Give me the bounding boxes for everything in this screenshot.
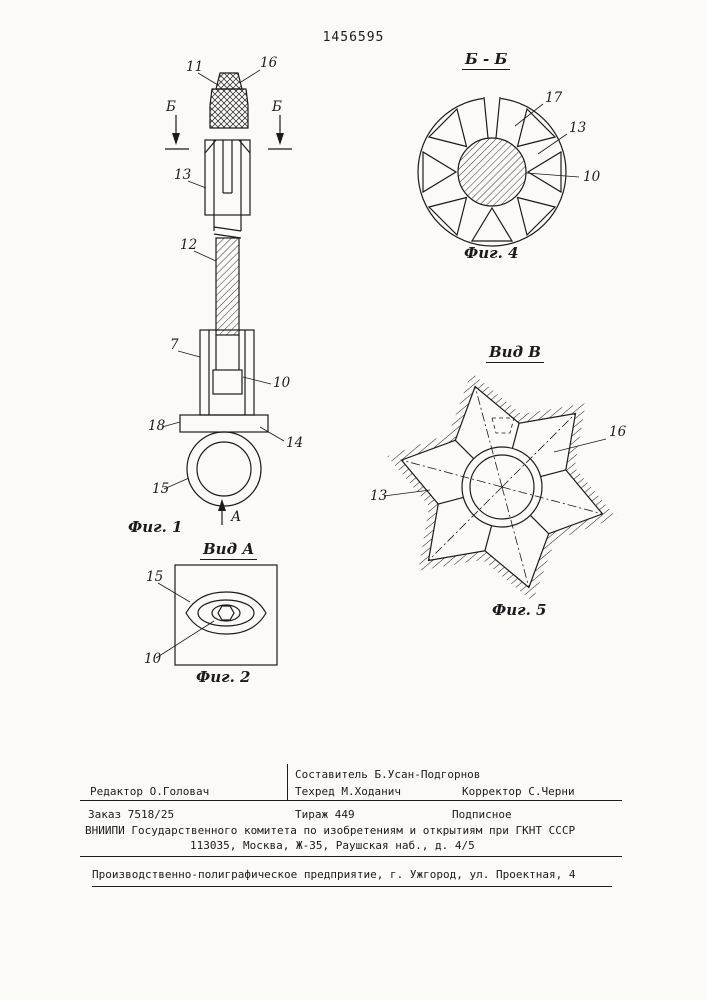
- fig1-ref-16: 16: [260, 55, 278, 71]
- fig1-ref-18: 18: [148, 418, 166, 434]
- collet-section: [417, 96, 567, 247]
- view-a-box: [174, 564, 278, 666]
- fig4-title: Б - Б: [462, 50, 511, 70]
- fig1-caption: Фиг. 1: [128, 518, 183, 536]
- colophon-tech-editor: Техред М.Ходанич: [295, 785, 401, 798]
- fig5-drawing: 16 13: [370, 372, 627, 602]
- colophon-compiler: Составитель Б.Усан-Подгорнов: [295, 768, 481, 781]
- expanded-anchor-view: [387, 372, 617, 602]
- fig2-drawing: 15 10: [144, 564, 278, 667]
- fig4-ref-13: 13: [569, 120, 586, 136]
- expansion-sleeve: [204, 139, 251, 239]
- outer-sleeve: [199, 329, 255, 416]
- fig1-drawing: Б Б: [148, 55, 303, 525]
- fig2-ref-10: 10: [144, 651, 162, 667]
- colophon-rule-3: [92, 886, 612, 888]
- colophon-editor: Редактор О.Головач: [90, 785, 210, 798]
- fig1-ref-7: 7: [170, 337, 179, 353]
- colophon-publisher-line2: 113035, Москва, Ж-35, Раушская наб., д. …: [190, 839, 475, 852]
- colophon-proofreader: Корректор С.Черни: [462, 785, 575, 798]
- fig1-ref-labels: 11 16 13 12 7 10 18 14 15: [148, 55, 303, 497]
- fig1-ref-10: 10: [273, 375, 291, 391]
- fig2-ref-15: 15: [146, 569, 163, 585]
- fig5-ref-labels: 16 13: [370, 424, 627, 504]
- fig4-caption: Фиг. 4: [464, 244, 519, 262]
- colophon-rule-1: [80, 800, 622, 802]
- fig5-ref-13: 13: [370, 488, 387, 504]
- view-a-arrow: А: [218, 499, 241, 525]
- fig4-ref-labels: 17 13 10: [514, 90, 601, 185]
- fig1-section-label-left: Б: [165, 99, 176, 115]
- colophon-order: Заказ 7518/25: [88, 808, 175, 821]
- colophon-publisher-line1: ВНИИПИ Государственного комитета по изоб…: [85, 824, 576, 837]
- colophon-printer-line: Производственно-полиграфическое предприя…: [92, 868, 576, 881]
- colophon-print-run: Тираж 449: [295, 808, 355, 821]
- fig1-ref-13: 13: [174, 167, 191, 183]
- fig1-ref-14: 14: [286, 435, 303, 451]
- fig1-view-arrow-label: А: [230, 509, 241, 525]
- fig4-ref-10: 10: [583, 169, 601, 185]
- fig1-ref-15: 15: [152, 481, 169, 497]
- fig5-title: Вид В: [486, 343, 544, 363]
- colophon-divider-vertical: [287, 764, 289, 800]
- fig1-ref-12: 12: [180, 237, 197, 253]
- fig1-section-label-right: Б: [271, 99, 282, 115]
- threaded-rod: [215, 237, 240, 336]
- fig2-caption: Фиг. 2: [196, 668, 251, 686]
- colophon-subscription: Подписное: [452, 808, 512, 821]
- anchor-head: [209, 72, 249, 129]
- fig2-title: Вид А: [200, 540, 258, 560]
- fig2-ref-labels: 15 10: [144, 569, 215, 667]
- suspension-ring: [186, 431, 262, 507]
- fig4-drawing: 17 13 10: [417, 90, 601, 247]
- fig5-ref-16: 16: [609, 424, 627, 440]
- fig4-ref-17: 17: [545, 90, 563, 106]
- patent-number: 1456595: [322, 30, 385, 45]
- fig5-caption: Фиг. 5: [492, 601, 547, 619]
- washer-plate: [179, 414, 269, 433]
- colophon-rule-2: [80, 856, 622, 858]
- fig1-ref-11: 11: [186, 59, 203, 75]
- section-plane-marks: Б Б: [165, 99, 292, 150]
